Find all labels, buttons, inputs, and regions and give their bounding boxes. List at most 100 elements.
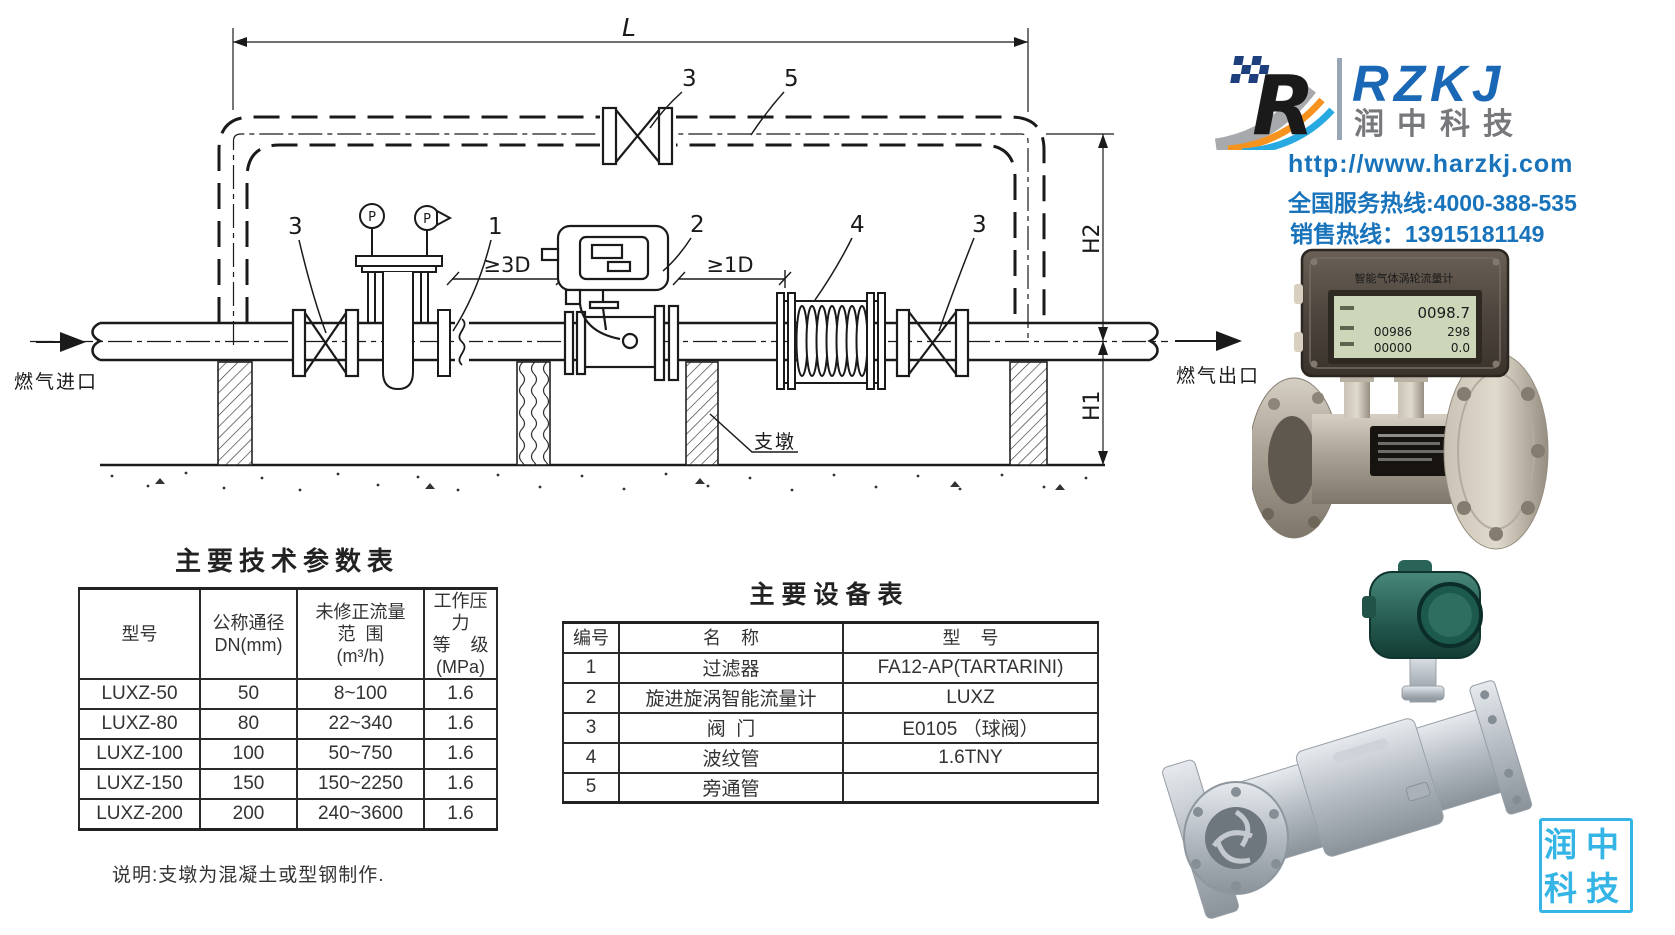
photo-vortex-flowmeter [1162,560,1533,919]
lcd-screen [1334,296,1476,358]
cell-no: 5 [562,771,620,804]
website-link[interactable]: http://www.harzkj.com [1288,150,1574,178]
flange-bore [1205,807,1267,869]
filter [355,203,453,391]
cell-name: 旁通管 [618,771,844,804]
equip-header-model: 型 号 [842,621,1099,654]
callout-inlet-valve: 3 [288,214,303,240]
svg-text:298: 298 [1447,325,1470,339]
equipment-table: 编号 名 称 型 号 1 过滤器 FA12-AP(TARTARINI) 2 旋进… [562,621,1099,804]
dim-L-label: L [622,13,636,42]
cell-model: LUXZ-200 [78,798,201,830]
cell-mpa: 1.6 [423,798,498,830]
watermark-badge: 润中 科技 [1539,818,1633,913]
national-hotline: 全国服务热线:4000-388-535 [1288,190,1577,216]
equipment-table-block: 主要设备表 编号 名 称 型 号 1 过滤器 FA12-AP(TARTARINI… [562,575,1099,804]
company-logo-icon: R [1214,56,1335,150]
pressure-gauge-label: P [423,212,431,227]
params-header-range: 未修正流量范 围(m³/h) [296,587,425,680]
outlet-valve [895,308,970,378]
cell-dn: 150 [199,768,298,800]
cell-dn: 50 [199,678,298,710]
cell-model: LUXZ [842,681,1099,714]
dim-H1-label: H1 [1080,390,1105,421]
callout-filter: 1 [488,214,503,240]
logo-divider [1337,58,1342,140]
display-panel-title: 智能气体涡轮流量计 [1355,271,1454,285]
logo-company-name: 润中科技 [1354,108,1526,141]
dimension-H [1046,133,1114,465]
cell-no: 3 [562,711,620,744]
outlet-label: 燃气出口 [1176,365,1260,387]
dim-3d-label: ≥3D [483,253,530,277]
swirler-blades [1211,809,1253,864]
dimension-1d [672,270,792,288]
cell-no: 2 [562,681,620,714]
table-row: 5 旁通管 [562,771,1099,804]
table-row: 2 旋进旋涡智能流量计 LUXZ [562,681,1099,714]
table-row: LUXZ-100 100 50~750 1.6 [78,738,498,770]
table-row: LUXZ-50 50 8~100 1.6 [78,678,498,710]
callout-bypass-pipe: 5 [784,66,799,92]
callout-outlet-valve: 3 [972,212,987,238]
cell-range: 8~100 [296,678,425,710]
bypass-valve [601,106,674,166]
cell-no: 4 [562,741,620,774]
equip-header-no: 编号 [562,621,620,654]
equip-header-name: 名 称 [618,621,844,654]
lcd-readout: 0098.7 00986 298 00000 0.0 [1340,304,1470,355]
flow-meter [540,224,680,382]
sales-hotline: 销售热线：13915181149 [1290,221,1545,247]
callout-bypass-valve: 3 [682,66,697,92]
installation-diagram: L [14,13,1260,492]
cell-model: E0105 （球阀） [842,711,1099,744]
svg-text:R: R [1252,59,1315,150]
cell-range: 22~340 [296,708,425,740]
cell-name: 过滤器 [618,651,844,684]
svg-text:00986: 00986 [1374,325,1412,339]
table-row: LUXZ-80 80 22~340 1.6 [78,708,498,740]
cell-dn: 200 [199,798,298,830]
inlet-label: 燃气进口 [14,371,98,393]
watermark-line2: 科技 [1544,870,1628,907]
cell-range: 50~750 [296,738,425,770]
table-row: 4 波纹管 1.6TNY [562,741,1099,774]
svg-text:0.0: 0.0 [1451,341,1470,355]
drawing-note: 说明:支墩为混凝土或型钢制作. [112,865,385,886]
params-header-model: 型号 [78,587,201,680]
dim-H-arrows [1098,134,1108,465]
cell-name: 阀 门 [618,711,844,744]
svg-text:0098.7: 0098.7 [1418,304,1471,322]
conduit-port [1362,596,1376,618]
table-row: 1 过滤器 FA12-AP(TARTARINI) [562,651,1099,684]
ground-stipple [110,471,1088,492]
dim-arrow [233,37,247,47]
params-table-title: 主要技术参数表 [174,546,399,576]
cell-model: LUXZ-100 [78,738,201,770]
cell-model [842,771,1099,804]
cell-model: 1.6TNY [842,741,1099,774]
cell-range: 240~3600 [296,798,425,830]
cell-model: LUXZ-50 [78,678,201,710]
inlet-valve [291,308,360,378]
callout-meter: 2 [690,212,705,238]
cell-model: LUXZ-80 [78,708,201,740]
cell-name: 旋进旋涡智能流量计 [618,681,844,714]
callout-leaders [298,91,975,453]
cell-model: LUXZ-150 [78,768,201,800]
params-header-pressure: 工作压力等 级(MPa) [423,587,498,680]
cell-mpa: 1.6 [423,708,498,740]
cell-mpa: 1.6 [423,738,498,770]
table-row: 3 阀 门 E0105 （球阀） [562,711,1099,744]
support-piers [217,361,1048,466]
equipment-table-title: 主要设备表 [749,581,910,609]
cell-mpa: 1.6 [423,678,498,710]
bellows [776,292,886,390]
cell-range: 150~2250 [296,768,425,800]
dim-1d-label: ≥1D [706,253,753,277]
